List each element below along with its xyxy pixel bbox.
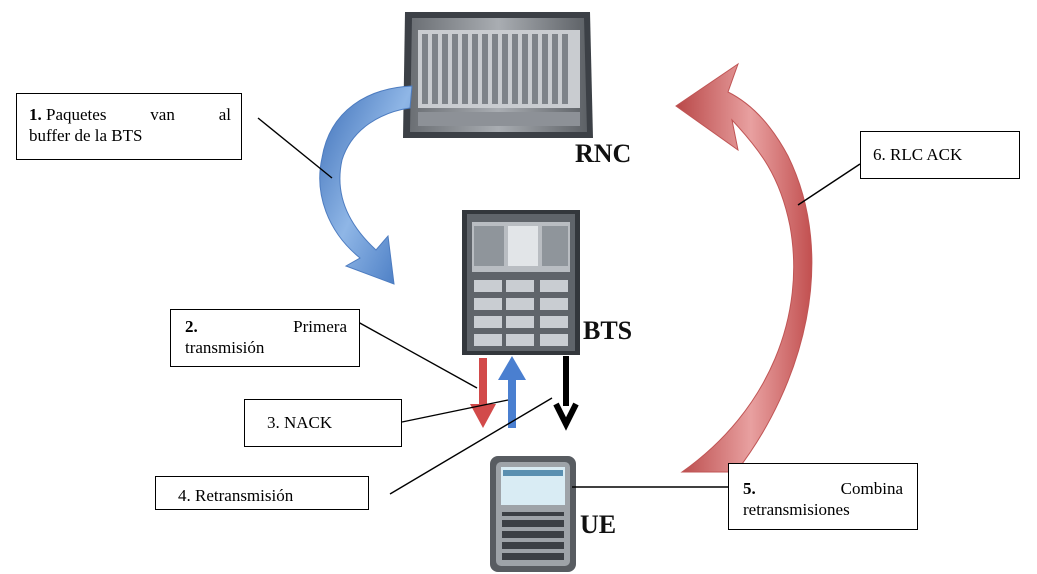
step-5-box: 5. Combina retransmisiones [728,463,918,530]
step-5-number: 5. [743,479,756,498]
bts-equipment-image [462,210,580,355]
leader-line-4 [389,397,553,495]
small-black-arrow [553,356,579,431]
bts-label: BTS [583,316,633,345]
leader-line-6 [797,163,861,206]
leader-line-2 [357,321,478,389]
step-1-line2: buffer de la BTS [29,126,143,145]
step-5-line2: retransmisiones [743,500,850,519]
step-2-word: Primera [293,317,347,336]
step-1-number: 1. [29,105,42,124]
step-1-word-b: van [150,105,175,124]
leader-line-3 [401,399,509,423]
step-1-box: 1. Paquetes van al buffer de la BTS [16,93,242,160]
small-blue-arrow [498,356,526,428]
ue-phone-image [490,456,576,572]
step-6-text: 6. RLC ACK [873,145,963,164]
leader-lines [257,117,861,495]
step-3-box: 3. NACK [244,399,402,447]
step-4-box: 4. Retransmisión [155,476,369,510]
step-2-number: 2. [185,317,198,336]
step-4-text: 4. Retransmisión [178,486,294,505]
step-2-box: 2. Primera transmisión [170,309,360,367]
step-5-word: Combina [840,479,903,498]
step-1-word-c: al [218,105,231,124]
rnc-label: RNC [575,139,632,168]
step-6-box: 6. RLC ACK [860,131,1020,179]
step-3-text: 3. NACK [267,413,333,432]
step-2-line2: transmisión [185,338,265,357]
leader-line-1 [257,117,333,179]
step-1-word-a: Paquetes [46,105,107,124]
rnc-equipment-image [403,12,593,138]
red-curved-arrow [675,62,813,473]
small-red-arrow [470,358,496,428]
ue-label: UE [580,510,617,539]
blue-curved-arrow [319,85,413,285]
